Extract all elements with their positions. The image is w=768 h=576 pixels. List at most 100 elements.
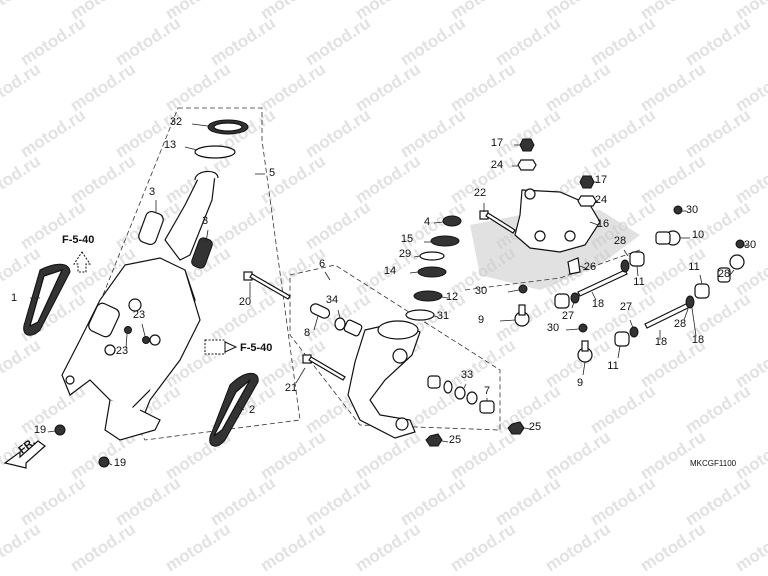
watermark-text: motod.ru <box>302 105 374 161</box>
part-7-collar <box>479 400 495 414</box>
watermark-text: motod.ru <box>397 105 469 161</box>
callout-label: 31 <box>437 310 449 322</box>
part-14-race <box>417 266 447 278</box>
leader-lines <box>30 123 749 466</box>
link-group-dashline <box>464 249 641 291</box>
leader-line <box>413 255 421 258</box>
leader-line <box>636 265 639 277</box>
part-24-washer-top <box>517 159 537 171</box>
watermark-text: motod.ru <box>17 13 89 69</box>
part-2-cover-inner <box>213 379 251 437</box>
callout-label: 25 <box>529 421 541 433</box>
callout-label: 9 <box>478 314 484 326</box>
callout-label: 8 <box>304 327 310 339</box>
leader-line <box>629 319 634 329</box>
callout-label: 21 <box>285 382 297 394</box>
callout-label: 17 <box>491 137 503 149</box>
callout-label: 3 <box>149 186 155 198</box>
part-27-nut-a <box>570 292 580 304</box>
part-17-nut-right <box>579 175 595 189</box>
part-16-bracket <box>514 188 601 253</box>
part-12-bearing <box>413 290 443 302</box>
callout-label: 13 <box>164 139 176 151</box>
callout-label: 19 <box>34 424 46 436</box>
callout-label: 3 <box>202 215 208 227</box>
part-9-rod-end-a <box>514 304 530 327</box>
watermark-text: motod.ru <box>732 427 768 483</box>
svg-text:F-5-40: F-5-40 <box>240 342 272 354</box>
callout-label: 28 <box>614 235 626 247</box>
watermark-text: motod.ru <box>257 519 329 575</box>
part-23-screw-b <box>142 336 150 344</box>
watermark-text: motod.ru <box>492 13 564 69</box>
callout-label: 27 <box>620 301 632 313</box>
leader-line <box>617 345 621 359</box>
part-11-sleeve-b <box>554 293 570 309</box>
watermark-text: motod.ru <box>17 105 89 161</box>
part-18-rod-a <box>577 269 628 297</box>
swingarm-group-box <box>289 264 501 431</box>
diagram-code: MKCGF1100 <box>690 459 737 468</box>
part-8-collar-b <box>343 319 363 337</box>
callout-label: 20 <box>239 296 251 308</box>
watermark-text: motod.ru <box>17 381 89 437</box>
part-17-nut-top <box>519 138 535 152</box>
leader-line <box>125 333 128 349</box>
part-23-screw-a <box>124 326 132 334</box>
callout-label: 24 <box>491 159 503 171</box>
callout-label: 30 <box>475 285 487 297</box>
part-10-rod-end-a <box>655 230 681 246</box>
watermark-text: motod.ru <box>112 105 184 161</box>
callout-labels: 1233513321919202123236348337252522172417… <box>11 116 756 469</box>
watermark-text: motod.ru <box>0 151 44 207</box>
leader-line <box>691 307 697 337</box>
callout-label: 17 <box>595 174 607 186</box>
leader-line <box>191 123 209 127</box>
leader-line <box>184 146 198 151</box>
ref-f-5-40-lower: F-5-40 <box>204 339 272 355</box>
watermark-text: motod.ru <box>732 59 768 115</box>
part-33-seal-b <box>454 386 466 400</box>
leader-line <box>499 319 516 322</box>
part-19-bolt-a <box>54 424 66 436</box>
leader-line <box>623 249 629 257</box>
leader-line <box>107 462 113 466</box>
leader-line <box>235 404 245 411</box>
callout-label: 30 <box>686 204 698 216</box>
part-33-bush <box>427 375 441 389</box>
leader-line <box>595 200 599 203</box>
part-30-washer-b <box>673 205 683 215</box>
leader-line <box>441 440 449 443</box>
leader-line <box>589 221 599 226</box>
leader-line <box>337 309 341 319</box>
leader-line <box>571 301 575 309</box>
leader-line <box>699 274 703 285</box>
part-11-sleeve-a <box>629 251 645 267</box>
watermark-text: motod.ru <box>207 473 279 529</box>
callout-label: 10 <box>692 229 704 241</box>
watermark-text: motod.ru <box>587 13 659 69</box>
part-4-nut <box>442 215 462 227</box>
watermark-text: motod.ru <box>302 197 374 253</box>
watermark-text: motod.ru <box>207 197 279 253</box>
leader-line <box>141 323 146 337</box>
callout-label: 23 <box>133 309 145 321</box>
watermark-text: motod.ru <box>637 519 709 575</box>
part-15-bearing <box>430 235 460 247</box>
callout-label: 32 <box>170 116 182 128</box>
watermark-text: motod.ru <box>732 151 768 207</box>
leader-line <box>441 296 449 299</box>
watermark-text: motod.ru <box>682 13 754 69</box>
leader-line <box>743 244 749 247</box>
part-33-seal-a <box>443 380 453 394</box>
callout-label: 27 <box>562 310 574 322</box>
watermark-text: motod.ru <box>732 243 768 299</box>
part-19-bolt-b <box>98 456 110 468</box>
leader-line <box>729 269 735 276</box>
watermark-text: motod.ru <box>207 13 279 69</box>
watermark-text: motod.ru <box>17 473 89 529</box>
leader-line <box>579 265 586 269</box>
callout-label: 28 <box>718 268 730 280</box>
watermark-text: motod.ru <box>492 473 564 529</box>
